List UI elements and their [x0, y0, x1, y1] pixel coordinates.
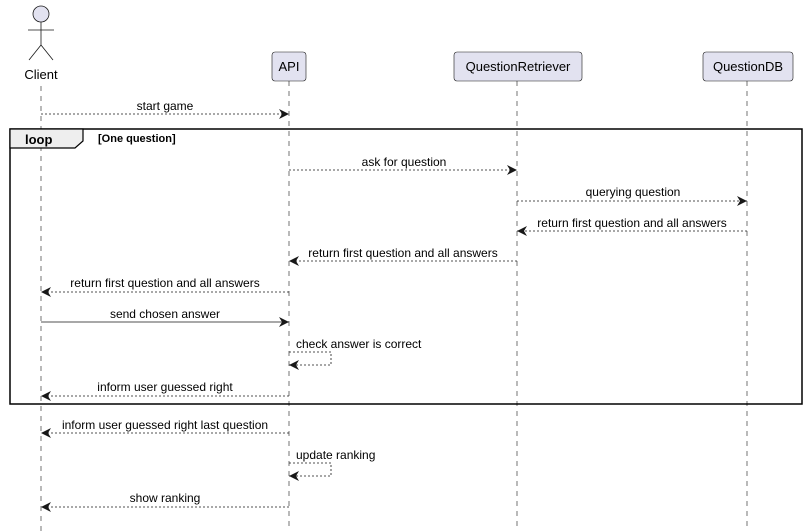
msg-check-answer-label: check answer is correct — [296, 337, 422, 351]
msg-return-db-label: return first question and all answers — [537, 216, 726, 230]
db-participant: QuestionDB — [702, 51, 794, 82]
msg-querying-label: querying question — [586, 185, 681, 199]
retriever-label: QuestionRetriever — [466, 59, 571, 74]
msg-update-ranking-arrow — [289, 462, 332, 481]
api-participant: API — [271, 51, 307, 82]
msg-inform-last-label: inform user guessed right last question — [62, 418, 268, 432]
loop-keyword: loop — [25, 132, 52, 147]
msg-check-answer-arrow — [289, 351, 332, 370]
msg-inform-right-label: inform user guessed right — [97, 380, 233, 394]
client-actor-icon — [28, 5, 54, 61]
msg-send-answer-label: send chosen answer — [110, 307, 220, 321]
client-label: Client — [24, 67, 58, 82]
loop-condition: [One question] — [98, 133, 176, 145]
msg-show-ranking-label: show ranking — [130, 491, 201, 505]
api-label: API — [279, 59, 300, 74]
loop-frame — [9, 128, 803, 405]
msg-start-game-label: start game — [137, 99, 194, 113]
db-label: QuestionDB — [713, 59, 783, 74]
msg-return-api-label: return first question and all answers — [70, 276, 259, 290]
msg-update-ranking-label: update ranking — [296, 448, 375, 462]
msg-return-retriever-label: return first question and all answers — [308, 246, 497, 260]
retriever-participant: QuestionRetriever — [453, 51, 583, 82]
msg-ask-question-label: ask for question — [362, 155, 447, 169]
